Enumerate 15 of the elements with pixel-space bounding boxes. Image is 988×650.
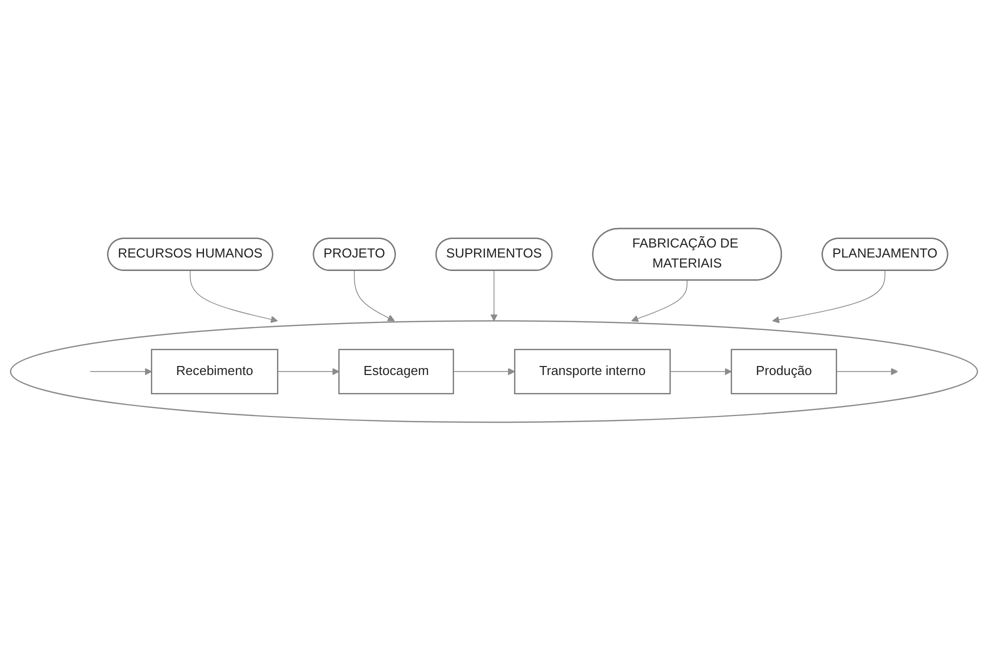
arrow	[277, 368, 340, 375]
arrow	[190, 269, 278, 323]
arrow	[90, 368, 152, 375]
node-box	[514, 348, 671, 394]
arrow	[490, 269, 498, 321]
node-box	[730, 348, 838, 394]
node-box	[150, 348, 278, 394]
arrow	[836, 368, 898, 375]
arrow	[772, 269, 886, 323]
arrow	[631, 279, 688, 322]
arrow	[354, 269, 395, 321]
flow-diagram: Recebimento Estocagem Transporte interno Produção RECURSOS HUMANOS PROJETO SUPRIMENTOS PLANEJAMENTO FABRICAÇÃO DE MATERIAIS	[4, 222, 984, 428]
arrow	[453, 368, 516, 375]
arrow	[670, 368, 732, 375]
node-box	[338, 348, 454, 394]
